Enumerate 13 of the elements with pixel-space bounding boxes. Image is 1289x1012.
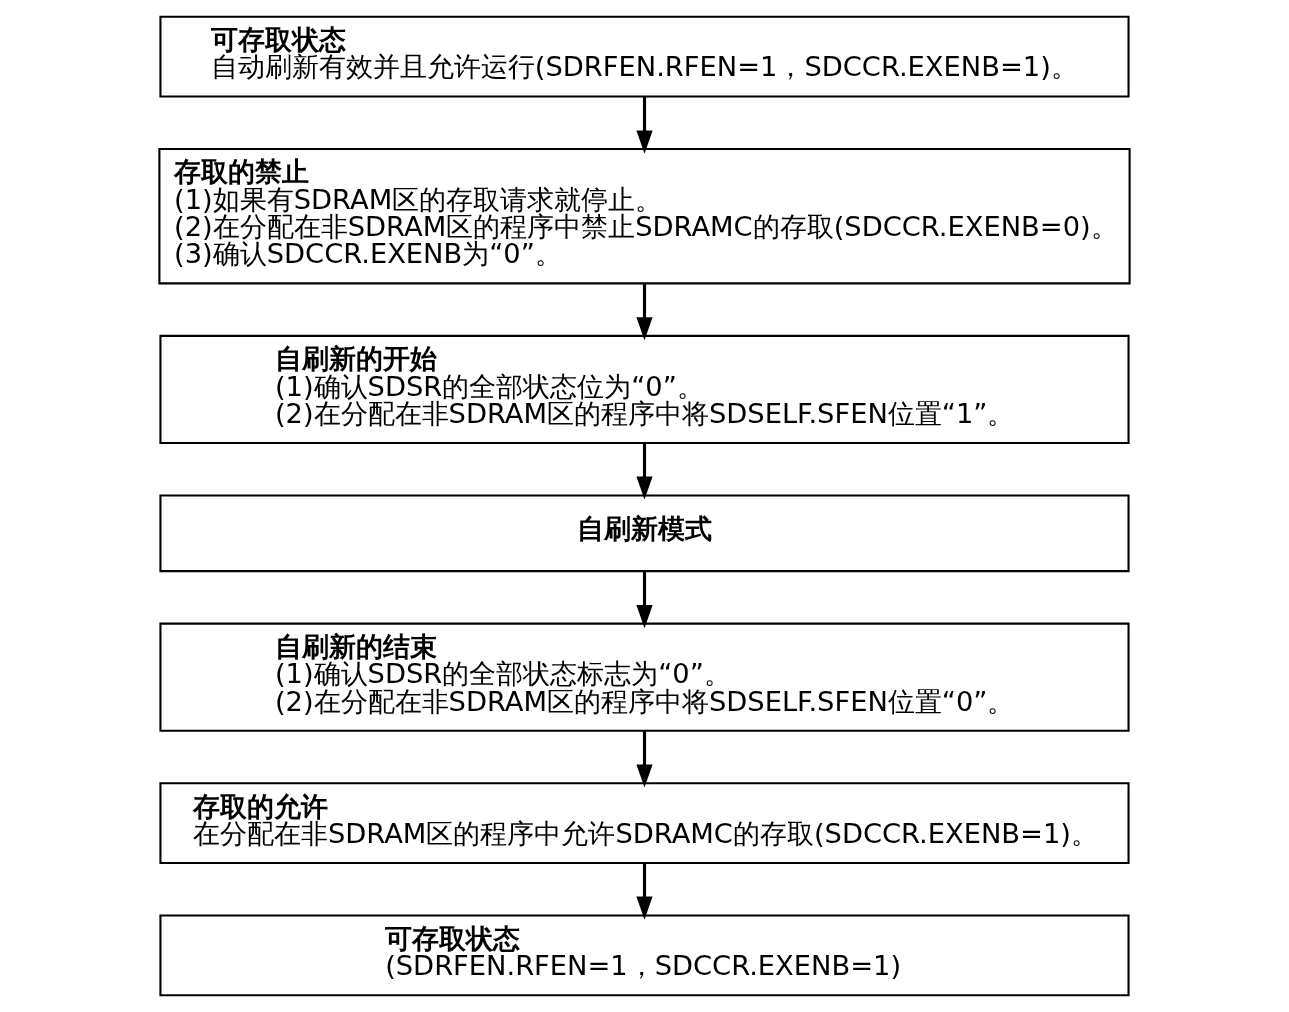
node-box: 存取的禁止 (1)如果有SDRAM区的存取请求就停止。 (2)在分配在非SDRAM区的程序中禁止SDRAMC的存取(SDCCR.EXENB=0)。 (3)确认SDCCR.EXENB为“0”。 — [158, 147, 1131, 285]
arrow — [636, 571, 653, 629]
node-box: 可存取状态 (SDRFEN.RFEN=1，SDCCR.EXENB=1) — [159, 914, 1130, 997]
node-box: 可存取状态 自动刷新有效并且允许运行(SDRFEN.RFEN=1，SDCCR.EXENB=1)。 — [159, 15, 1130, 98]
arrow — [636, 863, 653, 920]
node-box: 自刷新的结束 (1)确认SDSR的全部状态标志为“0”。 (2)在分配在非SDRAM区的程序中将SDSELF.SFEN位置“0”。 — [159, 622, 1130, 732]
arrow — [636, 443, 653, 500]
arrow — [636, 97, 653, 154]
arrow — [636, 284, 653, 341]
arrow — [636, 731, 653, 788]
node-box: 自刷新模式 — [159, 494, 1130, 573]
node-box: 存取的允许 在分配在非SDRAM区的程序中允许SDRAMC的存取(SDCCR.EXENB=1)。 — [159, 782, 1130, 865]
node-box: 自刷新的开始 (1)确认SDSR的全部状态位为“0”。 (2)在分配在非SDRAM区的程序中将SDSELF.SFEN位置“1”。 — [159, 334, 1130, 445]
